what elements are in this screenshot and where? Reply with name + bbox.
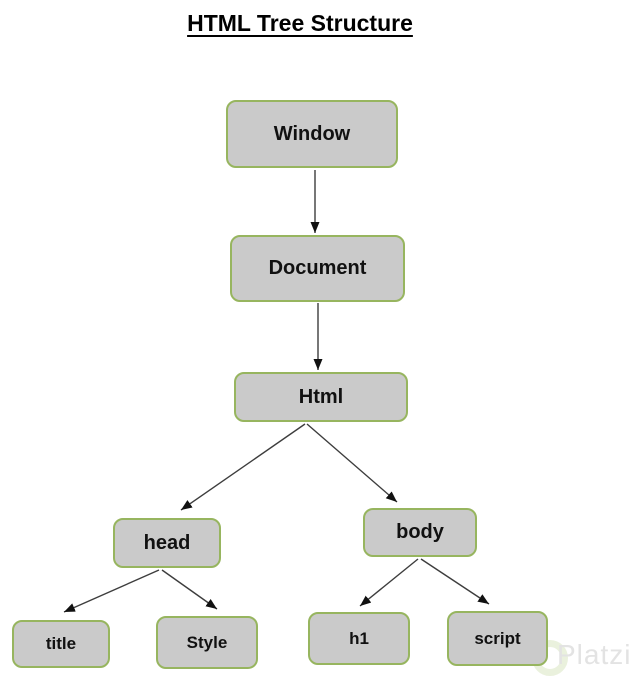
node-head-label: head [143, 531, 191, 554]
edge-head-style [161, 569, 218, 610]
node-style-label: Style [186, 632, 228, 652]
node-window-label: Window [273, 122, 351, 145]
node-head: head [113, 518, 221, 568]
platzi-watermark: Platzi [557, 639, 632, 670]
edge-body-h1 [359, 558, 419, 607]
node-html: Html [234, 372, 408, 422]
node-document-label: Document [268, 257, 367, 279]
node-body-label: body [396, 521, 444, 543]
node-h1-label: h1 [349, 628, 369, 648]
diagram-title: HTML Tree Structure [187, 10, 413, 36]
node-style: Style [156, 616, 258, 669]
edge-html-head [180, 423, 306, 511]
edge-html-body [306, 423, 398, 503]
node-html-label: Html [298, 385, 344, 408]
node-h1: h1 [308, 612, 410, 665]
node-title-label: title [45, 634, 77, 653]
node-window: Window [226, 100, 398, 168]
node-title: title [12, 620, 110, 668]
edge-body-script [420, 558, 490, 605]
node-script: script [447, 611, 548, 666]
edge-head-title [63, 569, 160, 613]
node-document: Document [230, 235, 405, 302]
node-script-label: script [474, 628, 521, 648]
node-body: body [363, 508, 477, 557]
